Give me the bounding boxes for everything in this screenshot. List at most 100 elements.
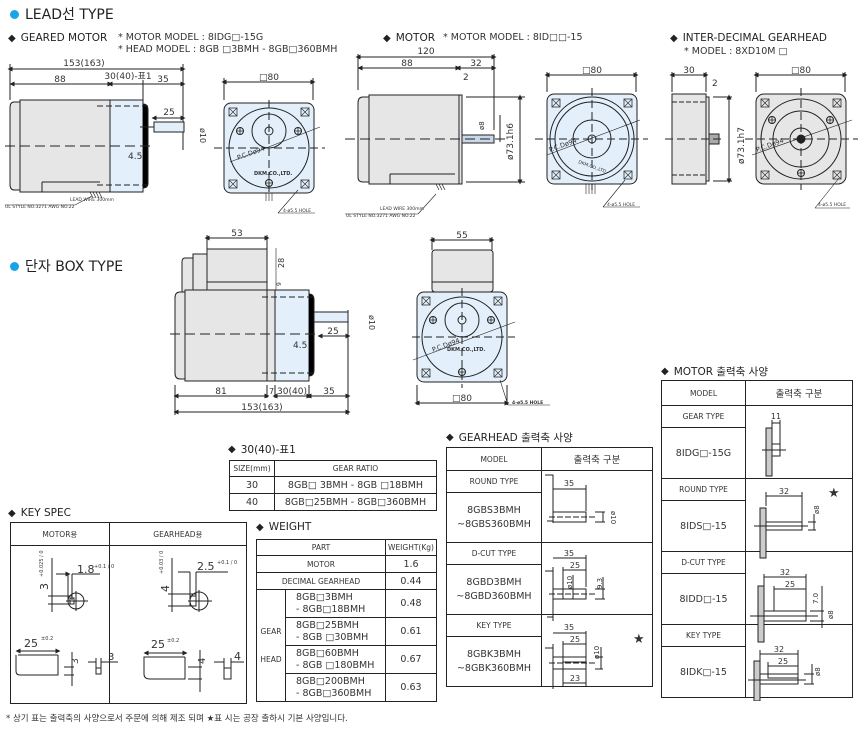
table-row: DECIMAL GEARHEAD 0.44 <box>256 572 437 590</box>
diamond-icon: ◆ <box>8 507 16 519</box>
table-row: 8GBS3BMH ~8GBS360BMH <box>446 492 653 543</box>
box-type-side-view <box>170 235 351 415</box>
svg-text:4.5: 4.5 <box>293 341 307 351</box>
heading-text: INTER-DECIMAL GEARHEAD <box>682 32 827 44</box>
svg-text:25: 25 <box>327 327 338 337</box>
ratio-cell: 8GB□25BMH - 8GB□360BMH <box>274 493 437 511</box>
svg-text:7: 7 <box>269 387 274 396</box>
shaft-drawing-cell <box>541 614 653 687</box>
model-line: 8GBS3BMH <box>467 504 521 516</box>
size-cell: 40 <box>229 493 275 511</box>
weight-cell: 0.44 <box>385 572 437 590</box>
svg-text:4-ø5.5 HOLE: 4-ø5.5 HOLE <box>818 202 846 208</box>
svg-text:88: 88 <box>54 75 66 85</box>
column-header: GEAR RATIO <box>274 460 437 477</box>
gearhead-shaft-drawings: 35 ø10 35 25 ø10 9.3 35 25 ø10 23 ★ <box>545 474 645 689</box>
column-header: WEIGHT(Kg) <box>385 539 437 556</box>
svg-text:1.8: 1.8 <box>77 563 95 576</box>
svg-text:DKM.CO.,LTD.: DKM.CO.,LTD. <box>447 347 485 353</box>
table-row: 8IDG□-15G <box>661 427 853 479</box>
geared-motor-side-view <box>5 64 186 206</box>
weight-cell: 0.63 <box>385 673 437 702</box>
svg-text:25: 25 <box>785 580 795 589</box>
svg-text:+0.025 / 0: +0.025 / 0 <box>39 550 45 577</box>
part-line: - 8GB □30BMH <box>296 631 369 643</box>
ratio-cell: 8GB□ 3BMH - 8GB □18BMH <box>274 476 437 494</box>
heading-text: GEARHEAD 출력축 사양 <box>458 432 573 444</box>
part-cell: DECIMAL GEARHEAD <box>256 572 386 590</box>
gear-head-label-cell: GEAR HEAD <box>256 589 286 702</box>
svg-text:LEAD WIRE 300mm: LEAD WIRE 300mm <box>380 206 424 212</box>
motor-side-view <box>345 54 525 215</box>
svg-text:81: 81 <box>215 387 226 397</box>
column-header: MOTOR용 <box>10 522 110 546</box>
svg-text:32: 32 <box>470 59 481 69</box>
svg-text:7.0: 7.0 <box>812 593 820 604</box>
geared-motor-front-view <box>214 78 325 214</box>
svg-text:25: 25 <box>24 637 38 650</box>
svg-text:2: 2 <box>712 79 718 89</box>
inter-decimal-front-view <box>745 72 858 209</box>
svg-text:4.5: 4.5 <box>128 152 142 162</box>
svg-text:35: 35 <box>323 387 334 397</box>
type-cell: ROUND TYPE <box>661 478 746 501</box>
svg-text:3: 3 <box>38 583 51 590</box>
svg-text:55: 55 <box>456 231 467 241</box>
model-line: 8GBK3BMH <box>466 648 522 660</box>
inter-decimal-side-view <box>665 72 732 185</box>
svg-text:9.3: 9.3 <box>596 578 604 589</box>
part-cell: 8GB□200BMH - 8GB□360BMH <box>285 673 386 702</box>
svg-text:ø10: ø10 <box>198 128 207 143</box>
motor-output-heading: ◆ MOTOR 출력축 사양 <box>661 364 768 379</box>
heading-text: GEARED MOTOR <box>20 32 108 44</box>
svg-text:+0.1 / 0: +0.1 / 0 <box>217 560 237 566</box>
model-line: ~8GBS360BMH <box>457 518 531 530</box>
svg-text:ø10: ø10 <box>367 315 376 330</box>
svg-text:32: 32 <box>774 645 784 654</box>
weight-heading: ◆ WEIGHT <box>256 521 311 533</box>
bullet-icon <box>10 9 19 19</box>
type-cell: GEAR TYPE <box>661 405 746 428</box>
svg-text:35: 35 <box>157 75 168 85</box>
key-spec-drawings: 3 +0.025 / 0 1.8 +0.1 / 0 25 ±0.2 3 3 4 … <box>15 550 244 692</box>
motor-shaft-drawings: 11 32 ø8 32 25 7.0 ø8 32 25 ø8 ★ <box>748 412 840 701</box>
svg-text:±0.2: ±0.2 <box>41 636 53 642</box>
svg-text:120: 120 <box>417 47 434 57</box>
key-spec-motor-cell <box>10 545 110 704</box>
svg-text:4-ø5.5 HOLE: 4-ø5.5 HOLE <box>512 400 543 406</box>
star-icon: ★ <box>633 632 645 647</box>
svg-text:25: 25 <box>151 638 165 651</box>
column-header: PART <box>256 539 386 556</box>
heading-text: MOTOR <box>395 32 436 44</box>
model-cell: 8GBS3BMH ~8GBS360BMH <box>446 492 542 543</box>
diamond-icon: ◆ <box>661 366 669 377</box>
model-cell: 8IDD□-15 <box>661 573 746 625</box>
part-cell: MOTOR <box>256 555 386 573</box>
part-line: 8GB□25BMH <box>296 619 359 631</box>
type-cell: D-CUT TYPE <box>661 551 746 574</box>
column-header: GEARHEAD용 <box>108 522 248 546</box>
bullet-icon <box>10 261 19 271</box>
svg-text:4: 4 <box>159 585 172 592</box>
svg-text:□80: □80 <box>452 394 472 404</box>
svg-text:88: 88 <box>401 59 413 69</box>
weight-cell: 0.48 <box>385 589 437 618</box>
svg-text:35: 35 <box>564 549 574 558</box>
star-icon: ★ <box>828 486 840 501</box>
heading-text: WEIGHT <box>268 521 312 533</box>
svg-text:153(163): 153(163) <box>63 59 104 69</box>
svg-text:53: 53 <box>231 229 242 239</box>
svg-text:4-ø5.5 HOLE: 4-ø5.5 HOLE <box>607 202 635 208</box>
gear-ratio-heading: ◆ 30(40)-표1 <box>228 442 296 457</box>
weight-table: PART WEIGHT(Kg) MOTOR 1.6 DECIMAL GEARHE… <box>256 539 437 702</box>
motor-heading: ◆ MOTOR <box>383 32 435 44</box>
svg-text:UL STYLE NO.3271 AWG NO.22: UL STYLE NO.3271 AWG NO.22 <box>346 213 416 219</box>
svg-text:+0.1 / 0: +0.1 / 0 <box>94 564 114 570</box>
svg-text:ø73.1h6: ø73.1h6 <box>506 123 516 160</box>
svg-text:ø10: ø10 <box>593 646 601 659</box>
part-cell: 8GB□25BMH - 8GB □30BMH <box>285 617 386 646</box>
svg-text:UL STYLE NO.3271 AWG NO.22: UL STYLE NO.3271 AWG NO.22 <box>5 204 75 210</box>
svg-text:35: 35 <box>564 479 574 488</box>
diamond-icon: ◆ <box>8 32 16 44</box>
model-cell: 8IDS□-15 <box>661 500 746 552</box>
